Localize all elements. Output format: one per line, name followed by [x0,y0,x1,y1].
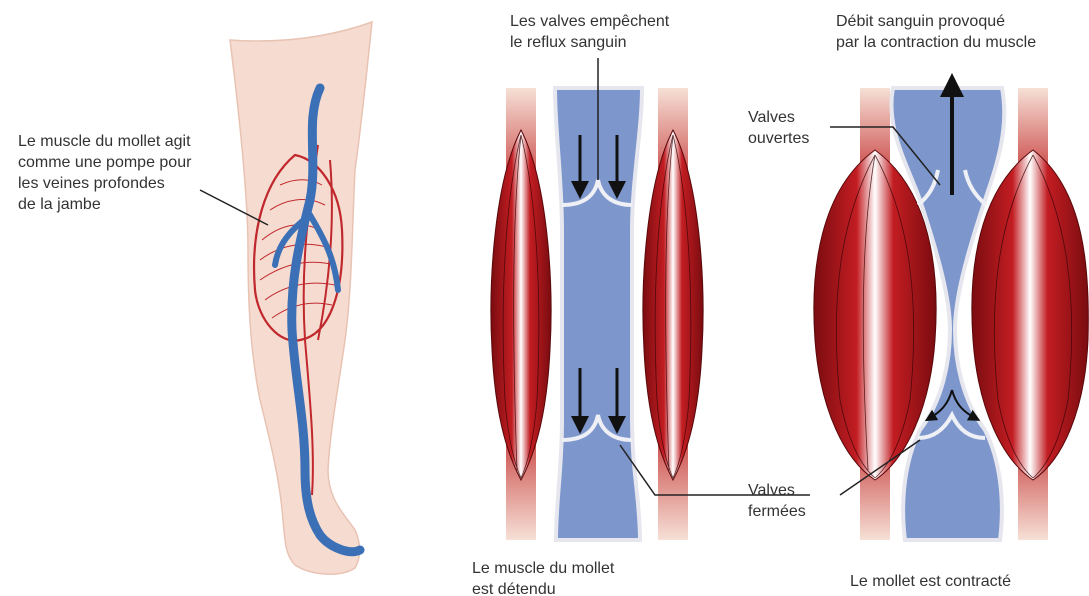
leg-silhouette [230,22,372,574]
blood-flow-label: Débit sanguin provoqué par la contractio… [836,13,1036,51]
svg-text:Le muscle du mollet: Le muscle du mollet [472,560,615,577]
svg-text:Valves: Valves [748,482,795,499]
svg-text:comme une pompe pour: comme une pompe pour [18,154,192,171]
left-calf-muscle-relaxed [491,130,551,480]
svg-text:Débit sanguin provoqué: Débit sanguin provoqué [836,13,1005,30]
relaxed-caption: Le muscle du mollet est détendu [472,560,615,596]
right-calf-muscle-relaxed [643,130,703,480]
svg-text:les veines profondes: les veines profondes [18,175,165,192]
relaxed-diagram [491,58,703,540]
svg-text:ouvertes: ouvertes [748,130,809,147]
svg-text:Valves: Valves [748,109,795,126]
contracted-caption: Le mollet est contracté [850,573,1011,590]
calf-pump-label: Le muscle du mollet agit comme une pompe… [18,133,192,213]
svg-text:le reflux sanguin: le reflux sanguin [510,34,627,51]
svg-text:Le mollet est contracté: Le mollet est contracté [850,573,1011,590]
svg-text:Les valves empêchent: Les valves empêchent [510,13,670,30]
svg-text:est détendu: est détendu [472,581,556,596]
right-calf-muscle-contracted [972,150,1088,480]
svg-text:par la contraction du muscle: par la contraction du muscle [836,34,1036,51]
valves-open-label: Valves ouvertes [748,109,809,147]
leg-illustration [230,22,372,574]
valves-closed-label: Valves fermées [748,482,806,520]
valves-prevent-label: Les valves empêchent le reflux sanguin [510,13,670,51]
svg-text:fermées: fermées [748,503,806,520]
svg-text:Le muscle du mollet agit: Le muscle du mollet agit [18,133,191,150]
svg-text:de la jambe: de la jambe [18,196,101,213]
